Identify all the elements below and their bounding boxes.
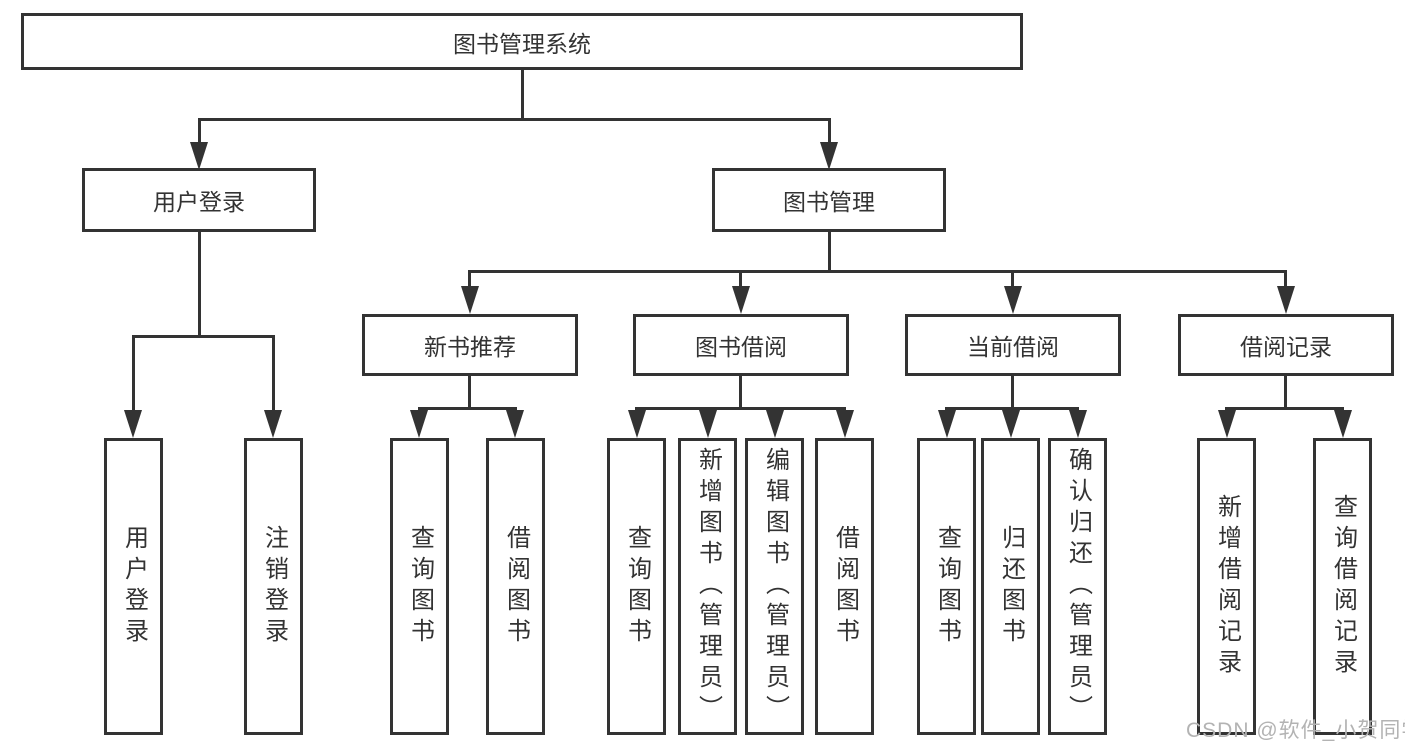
connector-line <box>198 232 201 335</box>
connector-arrow <box>766 410 784 438</box>
connector-arrow <box>1069 410 1087 438</box>
leaf-current-return-book-label: 归还图书 <box>997 524 1025 649</box>
connector-arrow <box>190 142 208 170</box>
connector-line <box>1284 270 1287 288</box>
connector-line <box>739 374 742 409</box>
connector-arrow <box>1002 410 1020 438</box>
leaf-record-query-record: 查询借阅记录 <box>1313 438 1372 735</box>
node-book-borrow-label: 图书借阅 <box>695 334 787 360</box>
connector-line <box>198 118 831 121</box>
connector-line <box>1284 374 1287 409</box>
connector-arrow <box>506 410 524 438</box>
leaf-current-confirm-return: 确认归还（管理员） <box>1048 438 1107 735</box>
connector-line <box>468 270 1287 273</box>
connector-line <box>132 335 135 412</box>
leaf-borrow-edit-book: 编辑图书（管理员） <box>745 438 804 735</box>
leaf-newbook-borrow-book-label: 借阅图书 <box>502 524 530 649</box>
leaf-borrow-add-book: 新增图书（管理员） <box>678 438 737 735</box>
connector-line <box>1011 270 1014 288</box>
connector-arrow <box>836 410 854 438</box>
leaf-logout-label: 注销登录 <box>260 524 288 649</box>
connector-arrow <box>410 410 428 438</box>
leaf-record-query-record-label: 查询借阅记录 <box>1329 493 1357 680</box>
leaf-user-login-label: 用户登录 <box>120 524 148 649</box>
connector-line <box>828 232 831 272</box>
leaf-current-query-book: 查询图书 <box>917 438 976 735</box>
connector-line <box>418 407 517 410</box>
connector-line <box>1225 407 1343 410</box>
connector-line <box>132 335 275 338</box>
node-book-borrow: 图书借阅 <box>633 314 849 376</box>
connector-line <box>739 270 742 288</box>
node-borrow-record-label: 借阅记录 <box>1240 334 1332 360</box>
connector-line <box>828 118 831 144</box>
leaf-record-add-record: 新增借阅记录 <box>1197 438 1256 735</box>
leaf-current-return-book: 归还图书 <box>981 438 1040 735</box>
connector-line <box>468 270 471 288</box>
connector-arrow <box>1004 286 1022 314</box>
leaf-borrow-borrow-book: 借阅图书 <box>815 438 874 735</box>
leaf-current-query-book-label: 查询图书 <box>933 524 961 649</box>
connector-line <box>198 118 201 144</box>
leaf-record-add-record-label: 新增借阅记录 <box>1213 493 1241 680</box>
connector-line <box>521 69 524 118</box>
connector-line <box>635 407 846 410</box>
leaf-borrow-add-book-label: 新增图书（管理员） <box>694 447 722 726</box>
leaf-current-confirm-return-label: 确认归还（管理员） <box>1064 447 1092 726</box>
connector-arrow <box>124 410 142 438</box>
leaf-user-login: 用户登录 <box>104 438 163 735</box>
node-user-login: 用户登录 <box>82 168 316 232</box>
node-book-management: 图书管理 <box>712 168 946 232</box>
connector-arrow <box>1218 410 1236 438</box>
node-new-book-recommend: 新书推荐 <box>362 314 578 376</box>
connector-arrow <box>1334 410 1352 438</box>
leaf-newbook-query-book-label: 查询图书 <box>406 524 434 649</box>
connector-line <box>1011 374 1014 409</box>
leaf-borrow-query-book: 查询图书 <box>607 438 666 735</box>
connector-arrow <box>732 286 750 314</box>
connector-arrow <box>938 410 956 438</box>
node-current-borrow-label: 当前借阅 <box>967 334 1059 360</box>
node-user-login-label: 用户登录 <box>153 189 245 215</box>
leaf-logout: 注销登录 <box>244 438 303 735</box>
connector-arrow <box>264 410 282 438</box>
node-book-management-label: 图书管理 <box>783 189 875 215</box>
leaf-newbook-borrow-book: 借阅图书 <box>486 438 545 735</box>
connector-arrow <box>1277 286 1295 314</box>
leaf-borrow-query-book-label: 查询图书 <box>623 524 651 649</box>
watermark: CSDN @软件_小贺同学 <box>1186 719 1405 742</box>
connector-arrow <box>699 410 717 438</box>
connector-arrow <box>820 142 838 170</box>
connector-line <box>468 374 471 409</box>
node-borrow-record: 借阅记录 <box>1178 314 1394 376</box>
connector-arrow <box>461 286 479 314</box>
node-root: 图书管理系统 <box>21 13 1023 70</box>
connector-line <box>272 335 275 412</box>
leaf-borrow-borrow-book-label: 借阅图书 <box>831 524 859 649</box>
leaf-borrow-edit-book-label: 编辑图书（管理员） <box>761 447 789 726</box>
node-new-book-recommend-label: 新书推荐 <box>424 334 516 360</box>
node-root-label: 图书管理系统 <box>453 30 591 57</box>
connector-arrow <box>628 410 646 438</box>
node-current-borrow: 当前借阅 <box>905 314 1121 376</box>
leaf-newbook-query-book: 查询图书 <box>390 438 449 735</box>
